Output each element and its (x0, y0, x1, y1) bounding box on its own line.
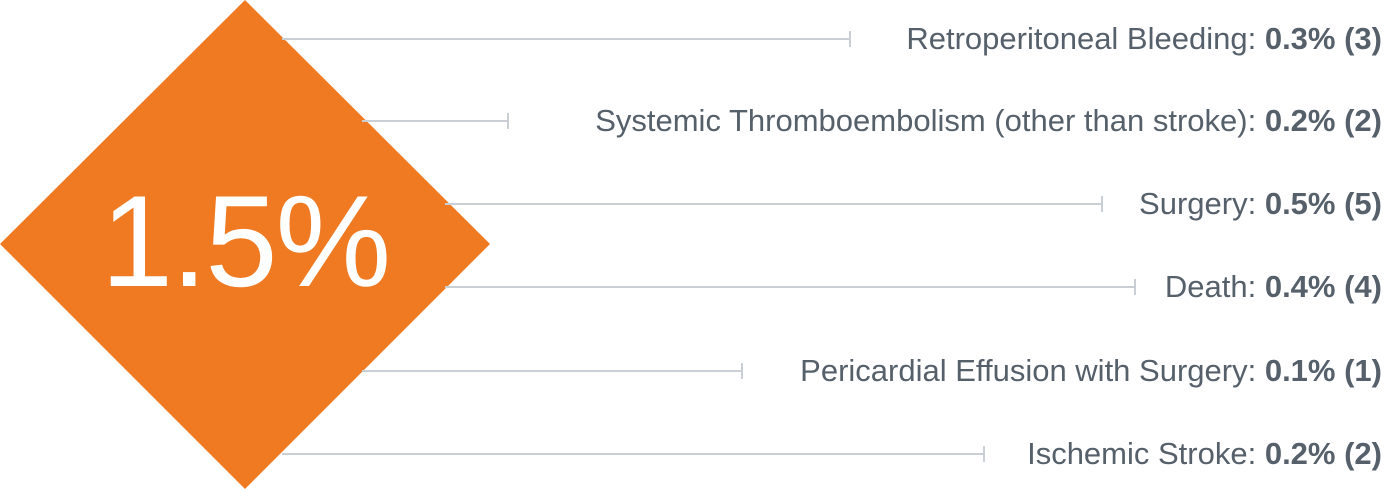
breakdown-value: 0.4% (4) (1264, 269, 1382, 304)
breakdown-row: Death: 0.4% (4) (0, 267, 1386, 307)
connector-tick (1134, 279, 1136, 295)
breakdown-row: Ischemic Stroke: 0.2% (2) (0, 434, 1386, 474)
connector-tick (507, 113, 509, 129)
breakdown-label: Death: 0.4% (4) (1165, 267, 1382, 307)
breakdown-label: Systemic Thromboembolism (other than str… (595, 101, 1382, 141)
breakdown-value: 0.1% (1) (1264, 353, 1382, 388)
connector-tick (983, 446, 985, 462)
breakdown-name: Pericardial Effusion with Surgery: (800, 353, 1257, 388)
breakdown-label: Pericardial Effusion with Surgery: 0.1% … (800, 351, 1382, 391)
breakdown-value: 0.3% (3) (1264, 21, 1382, 56)
breakdown-name: Ischemic Stroke: (1027, 436, 1257, 471)
orange-diamond (0, 0, 490, 489)
breakdown-value: 0.5% (5) (1264, 186, 1382, 221)
connector-line (282, 453, 984, 455)
headline-value: 1.5% (100, 167, 391, 314)
breakdown-value: 0.2% (2) (1264, 103, 1382, 138)
breakdown-row: Pericardial Effusion with Surgery: 0.1% … (0, 351, 1386, 391)
breakdown-name: Surgery: (1139, 186, 1257, 221)
connector-tick (849, 31, 851, 47)
breakdown-row: Systemic Thromboembolism (other than str… (0, 101, 1386, 141)
breakdown-name: Retroperitoneal Bleeding: (906, 21, 1257, 56)
breakdown-name: Systemic Thromboembolism (other than str… (595, 103, 1257, 138)
connector-line (362, 120, 508, 122)
breakdown-name: Death: (1164, 269, 1257, 304)
breakdown-value: 0.2% (2) (1264, 436, 1382, 471)
connector-line (282, 38, 850, 40)
breakdown-label: Retroperitoneal Bleeding: 0.3% (3) (906, 19, 1382, 59)
connector-line (445, 203, 1102, 205)
connector-line (362, 370, 742, 372)
breakdown-row: Retroperitoneal Bleeding: 0.3% (3) (0, 19, 1386, 59)
connector-tick (741, 363, 743, 379)
breakdown-label: Surgery: 0.5% (5) (1139, 184, 1382, 224)
connector-line (445, 286, 1135, 288)
breakdown-row: Surgery: 0.5% (5) (0, 184, 1386, 224)
connector-tick (1101, 196, 1103, 212)
breakdown-label: Ischemic Stroke: 0.2% (2) (1027, 434, 1382, 474)
